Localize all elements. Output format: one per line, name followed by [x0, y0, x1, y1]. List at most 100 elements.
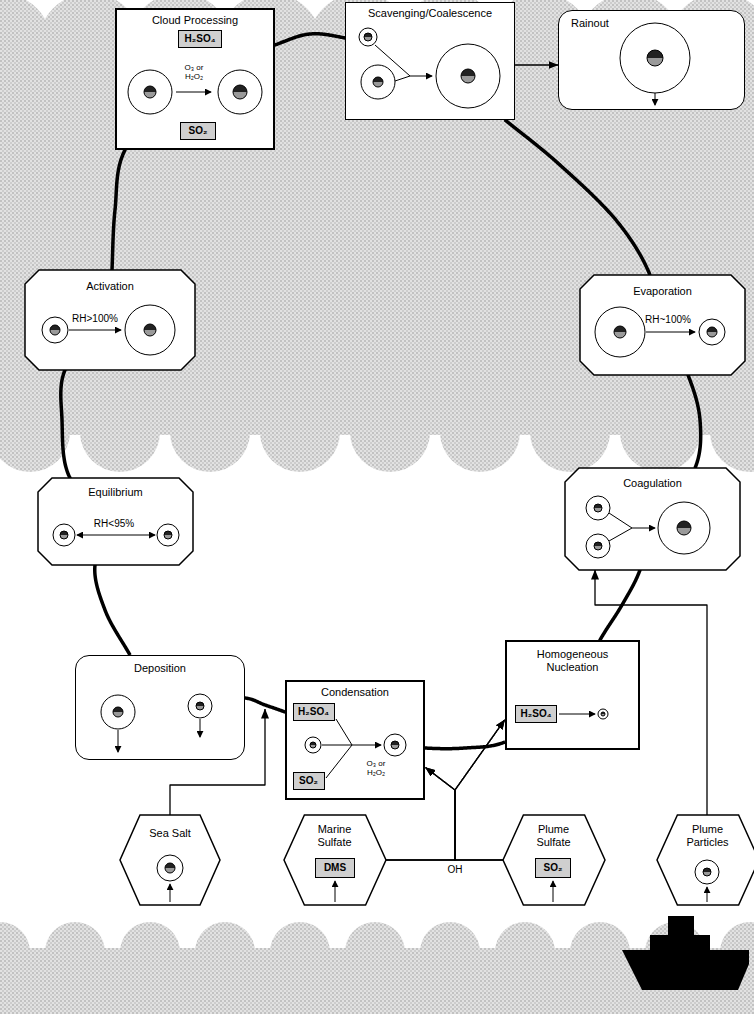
sea-band [345, 922, 405, 982]
reagent-label: OH [440, 864, 470, 876]
sea-band [45, 922, 105, 982]
node-outline-shape [657, 815, 754, 905]
process-title: Activation [86, 280, 134, 293]
label-holder: RH~100% [636, 314, 700, 326]
source-hexagon: Plume Particles [657, 815, 754, 905]
chemical-formula: SO₂ [189, 123, 208, 139]
droplet [695, 860, 719, 884]
droplet [658, 502, 710, 554]
process-title: Marine Sulfate [304, 823, 366, 849]
droplet [594, 542, 602, 550]
process-title: Cloud Processing [152, 14, 238, 27]
process-arrow [609, 513, 632, 528]
droplet [53, 524, 75, 546]
process-arrow [69, 330, 121, 331]
node-outline-shape [284, 815, 386, 905]
label-holder: RH<95% [82, 518, 146, 530]
node-outline-shape [38, 478, 193, 565]
oxidant-label: O₃ or H₂O₂ [357, 759, 395, 777]
process-arrow [655, 93, 656, 105]
chemical-formula: DMS [324, 859, 346, 877]
process-title: Rainout [571, 17, 609, 30]
droplet [144, 86, 156, 98]
process-arrow [335, 881, 336, 902]
chemical-formula: H₂SO₄ [521, 706, 552, 722]
process-arrow [646, 332, 695, 333]
droplet [50, 325, 60, 335]
cycle-line [112, 149, 125, 270]
label-holder: O₃ or H₂O₂ [175, 63, 213, 81]
node-outline-shape [120, 815, 220, 905]
droplet [436, 44, 500, 108]
cycle-line [505, 120, 650, 275]
droplet [614, 326, 626, 338]
cloud-band [530, 392, 610, 472]
chemical-formula: SO₂ [544, 859, 563, 877]
octagon-box: Coagulation [565, 468, 740, 570]
label-holder: OH [440, 864, 470, 876]
cycle-line [688, 375, 701, 468]
droplet [157, 855, 183, 881]
droplet [707, 327, 717, 337]
chemical-formula: SO₂ [299, 773, 318, 789]
arrow-connector [514, 64, 558, 65]
process-arrow [69, 45, 707, 902]
chemical-tag: H₂SO₄ [293, 703, 335, 721]
arrow-connector [455, 720, 505, 860]
droplet [601, 712, 605, 716]
sea-band [195, 922, 255, 982]
chemical-tag: SO₂ [180, 122, 216, 140]
label-holder: O₃ or H₂O₂ [357, 759, 395, 777]
droplet [373, 77, 383, 87]
droplet [305, 737, 321, 753]
droplet [233, 85, 247, 99]
humidity-label: RH<95% [82, 518, 146, 530]
humidity-label: RH>100% [63, 313, 127, 325]
cloud-band [710, 392, 754, 472]
sea-band [570, 922, 630, 982]
process-arrow [395, 76, 410, 81]
cloud-band [0, 0, 754, 472]
cloud-band [620, 392, 700, 472]
process-title: Scavenging/Coalescence [368, 7, 492, 20]
process-arrow [77, 535, 155, 536]
process-arrow [609, 528, 632, 541]
humidity-label: RH~100% [636, 314, 700, 326]
droplet [164, 531, 172, 539]
sea-band [495, 922, 555, 982]
droplet [113, 707, 123, 717]
chemical-tag: SO₂ [535, 858, 571, 878]
sea-band [420, 922, 480, 982]
label-holder: RH>100% [63, 313, 127, 325]
process-title: Condensation [321, 686, 389, 699]
droplet [594, 504, 602, 512]
droplet [703, 868, 711, 876]
process-arrow [326, 745, 352, 778]
droplet [391, 741, 399, 749]
droplet [359, 28, 377, 46]
cloud-band [170, 392, 250, 472]
droplet [165, 863, 175, 873]
process-title: Homogeneous Nucleation [523, 648, 623, 674]
rounded-box: Deposition [75, 655, 245, 760]
droplet [586, 534, 610, 558]
cloud-band [80, 392, 160, 472]
sea-band [120, 922, 180, 982]
process-arrow [336, 719, 352, 745]
arrow-connector [426, 768, 503, 860]
droplet [42, 23, 725, 884]
droplet [384, 734, 406, 756]
cloud-band [260, 392, 340, 472]
process-arrow [707, 887, 708, 902]
process-box: Scavenging/Coalescence [345, 2, 515, 120]
sea-band [270, 922, 330, 982]
cloud-band [350, 392, 430, 472]
droplet [699, 319, 725, 345]
process-arrow [322, 745, 381, 746]
source-hexagon: Plume SulfateSO₂ [503, 815, 605, 905]
node-outline-shape [580, 275, 745, 375]
